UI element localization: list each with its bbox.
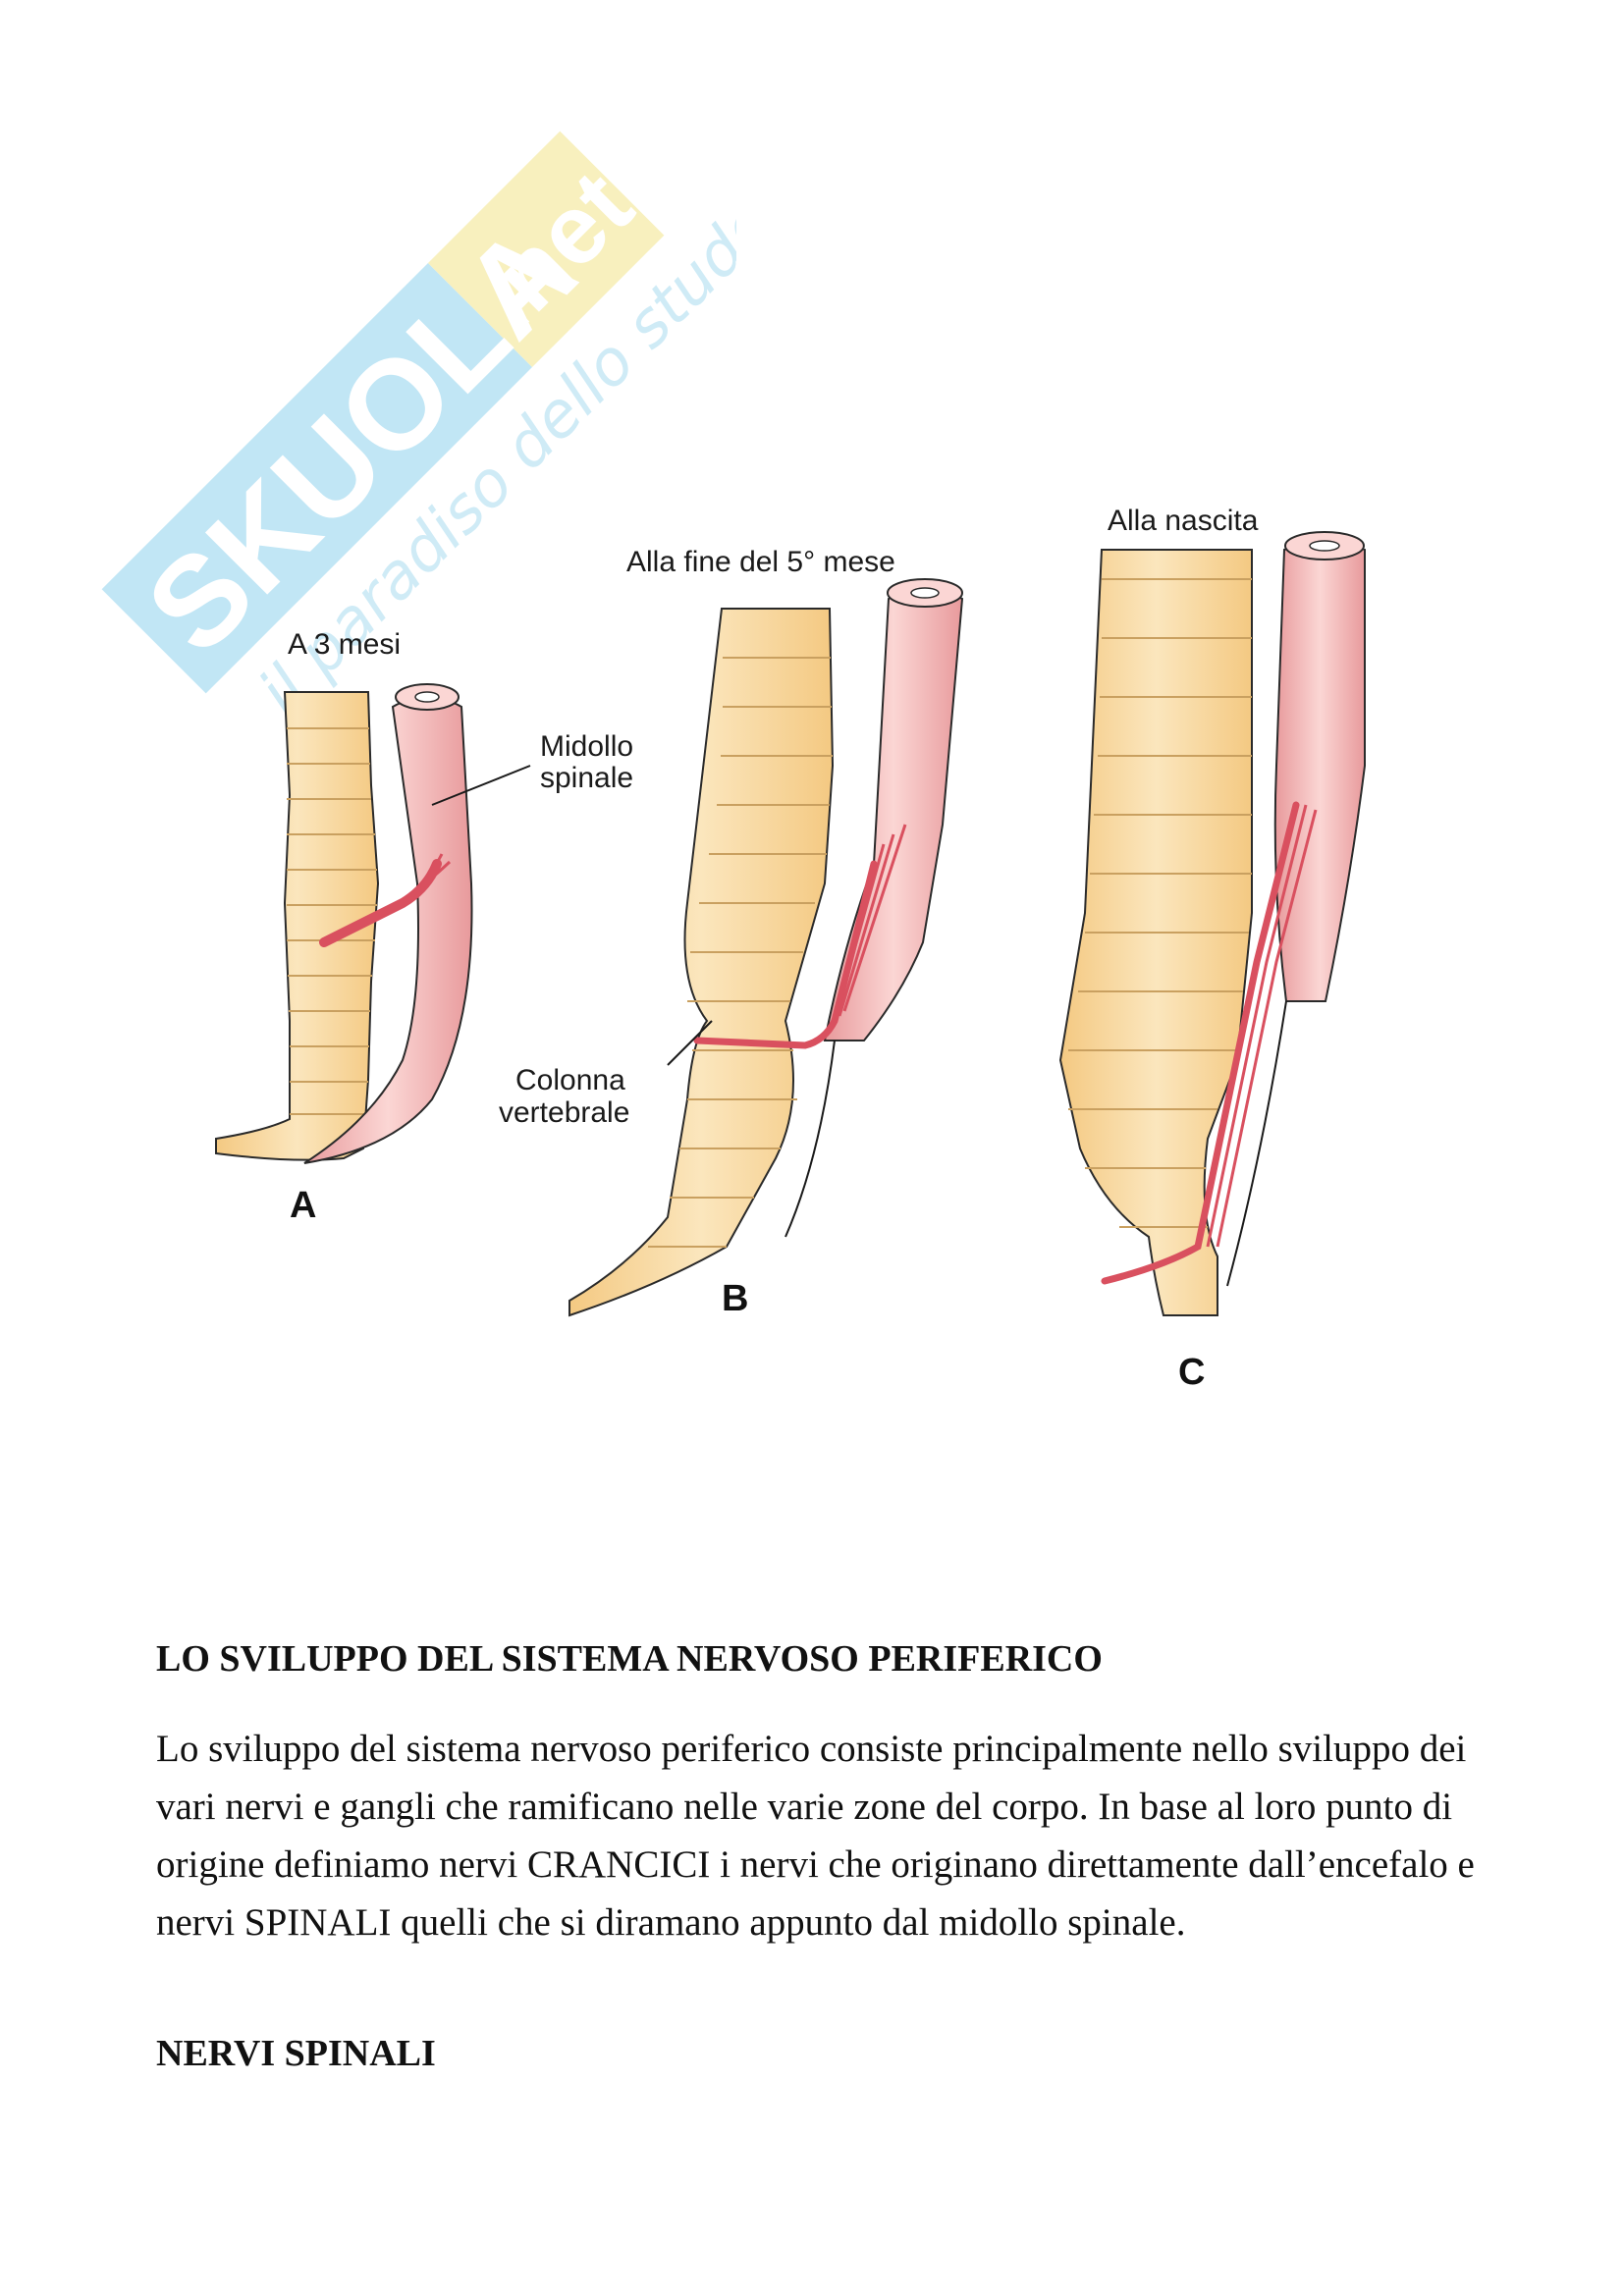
- panel-b-nerve: [693, 860, 878, 1049]
- panel-c-letter: C: [1178, 1352, 1205, 1393]
- watermark-yellow-band: [427, 131, 665, 368]
- panel-b-caption: Alla fine del 5° mese: [626, 546, 895, 578]
- panel-c-nerve: [1101, 801, 1300, 1285]
- panel-a-caption: A 3 mesi: [288, 628, 401, 661]
- panel-c-spinal-cord: [1273, 541, 1366, 1002]
- body-paragraph: Lo sviluppo del sistema nervoso periferi…: [156, 1728, 1475, 1944]
- panel-b: Alla fine del 5° mese B: [568, 546, 964, 1319]
- spinal-development-figure: A 3 mesi A Midollo spinale Alla fine del…: [215, 505, 1366, 1393]
- panel-c-caption: Alla nascita: [1108, 505, 1259, 537]
- panel-a-vertebra-lines: [287, 727, 377, 1115]
- label-midollo: Midollo: [540, 730, 633, 763]
- panel-b-vertebra-lines: [648, 657, 833, 1248]
- label-spinale: spinale: [540, 762, 633, 794]
- skuola-watermark: SKUOLA .net il paradiso dello studente: [101, 114, 736, 728]
- panel-c-vertebra-lines: [1068, 578, 1252, 1228]
- panel-a-vertebral-column: [215, 691, 380, 1161]
- section-heading-spinal-nerves: NERVI SPINALI: [156, 2033, 436, 2074]
- label-midollo-leader: [431, 765, 531, 806]
- panel-a-letter: A: [290, 1185, 316, 1226]
- panel-c: Alla nascita C: [1058, 505, 1366, 1393]
- label-vertebrale: vertebrale: [499, 1096, 629, 1129]
- section-heading-peripheral-nervous-system: LO SVILUPPO DEL SISTEMA NERVOSO PERIFERI…: [156, 1638, 1103, 1680]
- panel-b-vertebral-column: [568, 608, 835, 1317]
- label-colonna: Colonna: [515, 1064, 625, 1096]
- watermark-blue-band: [101, 262, 533, 694]
- label-colonna-leader: [667, 1020, 713, 1066]
- panel-a-spinal-cord: [303, 696, 473, 1164]
- panel-b-letter: B: [722, 1278, 748, 1319]
- panel-a: A 3 mesi A: [215, 628, 473, 1226]
